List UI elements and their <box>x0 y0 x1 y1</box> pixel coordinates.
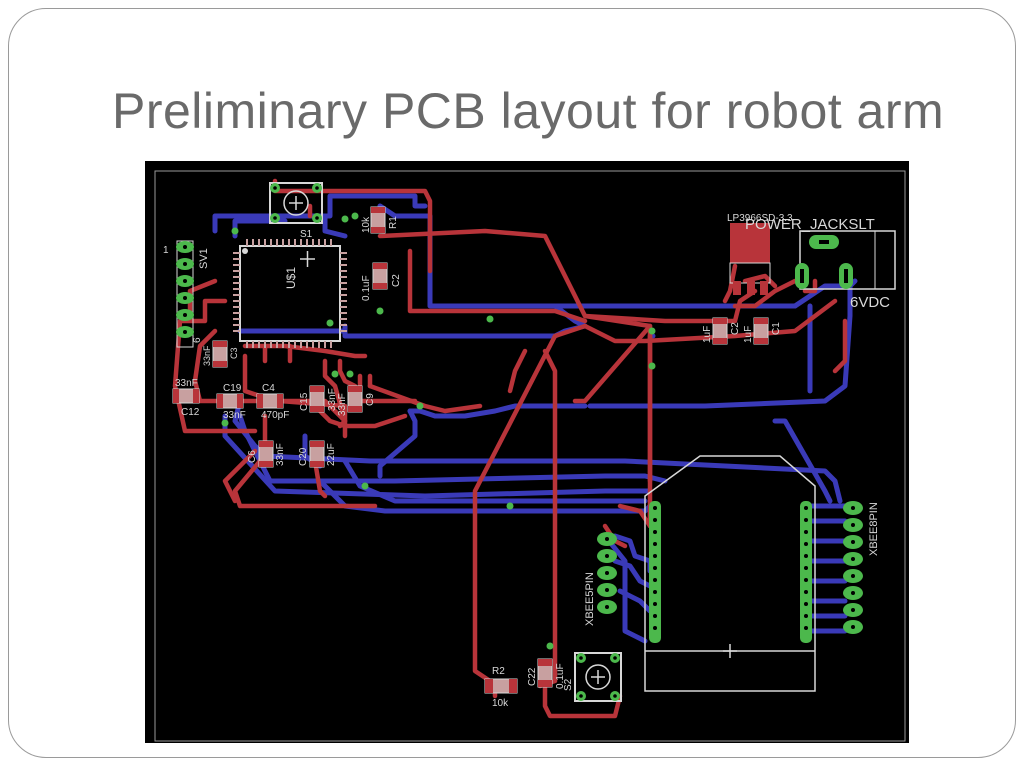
vias <box>221 212 656 650</box>
label-c20-value: 22uF <box>326 443 337 466</box>
label-c-left: C2 <box>730 322 741 335</box>
xbee-module-pads <box>649 501 812 643</box>
label-power-jack: POWER_JACKSLT <box>745 216 875 233</box>
label-c19: C19 <box>223 383 242 394</box>
label-c4-value: 470pF <box>261 410 289 421</box>
label-s1: S1 <box>300 229 313 240</box>
smd-components <box>172 206 769 694</box>
board-outline <box>154 170 906 742</box>
label-c-right-value: 1uF <box>743 326 754 343</box>
regulator <box>729 223 771 295</box>
xbee-module-holes <box>653 506 808 630</box>
label-xbee5pin: XBEE5PIN <box>584 572 596 626</box>
label-sv1: SV1 <box>198 248 210 269</box>
label-c12: C12 <box>181 407 200 418</box>
header-xbee5pin <box>597 532 617 614</box>
silkscreen-labels: 1 SV1 6 U$1 S1 10k R1 0.1uF C2 LP3966SD-… <box>163 213 890 709</box>
label-c6-value: 33nF <box>275 443 286 466</box>
label-regulator: LP3966SD-3.3 <box>727 213 793 224</box>
label-c19-value: 33nF <box>223 410 246 421</box>
label-c9: C9 <box>365 393 376 406</box>
label-c20: C20 <box>298 447 309 466</box>
header-sv1 <box>176 240 194 348</box>
label-c22: C22 <box>527 667 538 686</box>
label-power-voltage: 6VDC <box>850 294 890 311</box>
label-sv1-pin1: 1 <box>163 245 169 256</box>
label-r2-value: 10k <box>492 698 509 709</box>
label-c-right: C1 <box>771 322 782 335</box>
label-c12-value: 33nF <box>175 378 198 389</box>
label-c22-value: 0.1uF <box>555 663 566 689</box>
switch-s1 <box>269 182 323 224</box>
label-s2: S2 <box>563 678 574 691</box>
header-xbee8pin <box>843 501 863 634</box>
label-c15-value: 33nF <box>327 388 338 411</box>
switch-s2 <box>574 652 622 702</box>
label-sv1-pin6: 6 <box>192 337 203 343</box>
label-c4: C4 <box>262 383 275 394</box>
pcb-layout-image: 1 SV1 6 U$1 S1 10k R1 0.1uF C2 LP3966SD-… <box>145 161 909 743</box>
label-xbee8pin: XBEE8PIN <box>868 502 880 556</box>
label-c3-value: 33nF <box>202 345 212 366</box>
mcu-chip <box>233 239 347 348</box>
label-mcu: U$1 <box>284 267 298 289</box>
label-c-left-value: 1uF <box>702 326 713 343</box>
label-c2: C2 <box>391 274 402 287</box>
power-jack <box>795 230 896 290</box>
label-c15: C15 <box>299 392 310 411</box>
xbee-module <box>644 455 816 692</box>
label-c2-value: 0.1uF <box>361 275 372 301</box>
smd-pad-marks <box>173 207 768 693</box>
label-c6: C6 <box>247 450 258 463</box>
label-c3: C3 <box>229 347 239 359</box>
label-c9-value: 33nF <box>337 393 348 416</box>
slide-title: Preliminary PCB layout for robot arm <box>112 83 945 139</box>
label-r1: R1 <box>388 216 399 229</box>
label-r1-value: 10k <box>361 216 372 233</box>
pcb-drawing: 1 SV1 6 U$1 S1 10k R1 0.1uF C2 LP3966SD-… <box>154 170 906 742</box>
label-r2: R2 <box>492 666 505 677</box>
